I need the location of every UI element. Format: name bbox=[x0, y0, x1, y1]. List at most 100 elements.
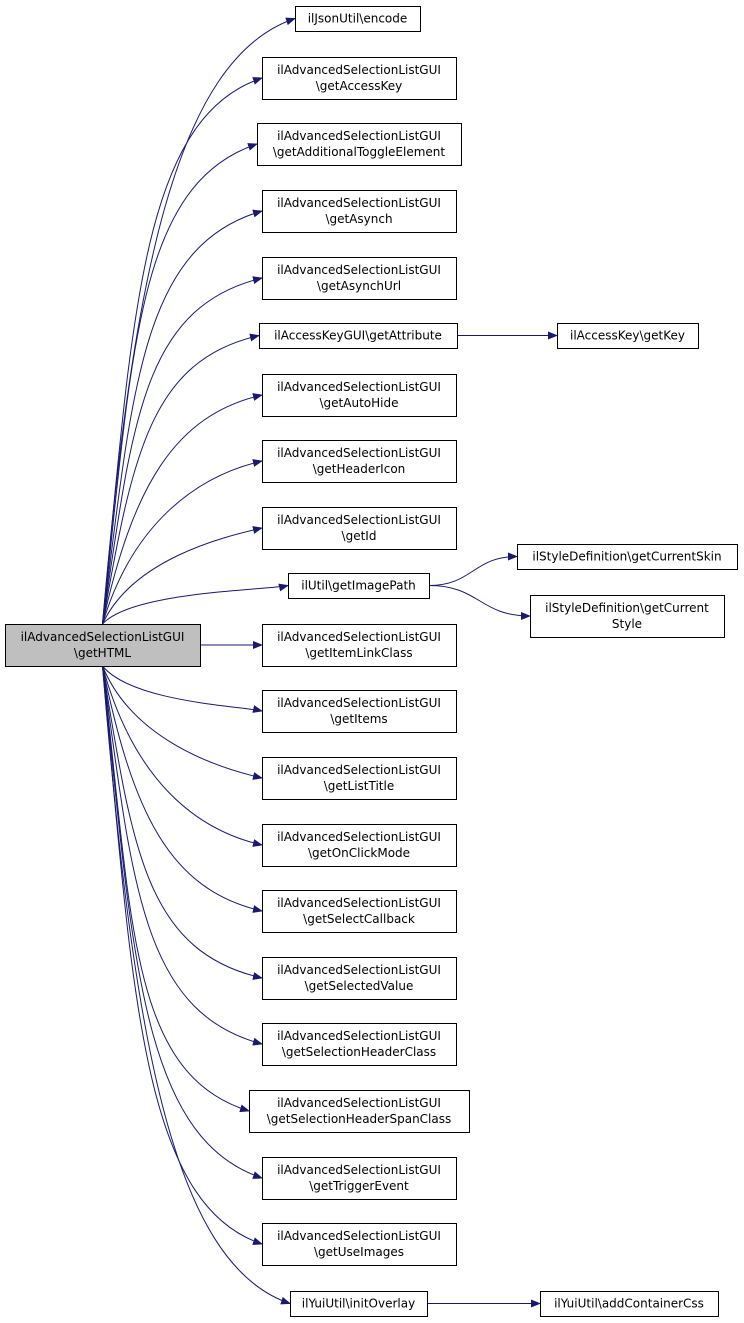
node-box bbox=[262, 1223, 457, 1266]
graph-node[interactable]: ilAdvancedSelectionListGUI \getAsynchUrl bbox=[262, 257, 457, 300]
graph-node[interactable]: ilAdvancedSelectionListGUI \getTriggerEve… bbox=[262, 1157, 457, 1200]
node-label-line: ilAdvancedSelectionListGUI bbox=[277, 963, 441, 977]
node-label-line: ilAdvancedSelectionListGUI bbox=[277, 830, 441, 844]
node-label-line: \getSelectionHeaderClass bbox=[282, 1045, 436, 1059]
node-label-line: ilAdvancedSelectionListGUI bbox=[277, 896, 441, 910]
node-label-line: \getAsynchUrl bbox=[317, 279, 401, 293]
node-label-line: \getOnClickMode bbox=[308, 846, 410, 860]
node-label-line: \getHeaderIcon bbox=[313, 462, 406, 476]
node-label-line: ilAdvancedSelectionListGUI bbox=[277, 1229, 441, 1243]
graph-node[interactable]: ilUtil\getImagePath bbox=[288, 573, 430, 599]
node-label-line: ilAdvancedSelectionListGUI bbox=[277, 446, 441, 460]
graph-node[interactable]: ilAccessKeyGUI\getAttribute bbox=[259, 323, 458, 349]
node-label-line: \getListTitle bbox=[324, 779, 394, 793]
graph-node[interactable]: ilAdvancedSelectionListGUI\getAsynch bbox=[262, 190, 457, 233]
node-label-line: ilAdvancedSelectionListGUI bbox=[277, 696, 441, 710]
node-box bbox=[540, 1291, 719, 1317]
node-label-line: ilAdvancedSelectionListGUI bbox=[277, 129, 441, 143]
node-box bbox=[290, 1291, 428, 1317]
edge-root-to-n20 bbox=[102, 665, 263, 1046]
node-label-line: \getAutoHide bbox=[320, 396, 399, 410]
graph-node[interactable]: ilAccessKey\getKey bbox=[557, 323, 699, 349]
edge-root-to-n4 bbox=[102, 209, 263, 625]
node-label-line: ilStyleDefinition\getCurrent bbox=[545, 601, 709, 615]
edge-root-to-n8 bbox=[102, 393, 263, 625]
node-box bbox=[517, 544, 738, 570]
node-label-line: ilAccessKey\getKey bbox=[570, 329, 685, 343]
node-label-line: ilAdvancedSelectionListGUI bbox=[277, 1029, 441, 1043]
node-box bbox=[262, 624, 457, 667]
node-label-line: ilAdvancedSelectionListGUI bbox=[277, 380, 441, 394]
node-label-line: \getAdditionalToggleElement bbox=[273, 145, 446, 159]
node-label-line: ilAdvancedSelectionListGUI bbox=[277, 513, 441, 527]
graph-node[interactable]: ilAdvancedSelectionListGUI \getUseImages bbox=[262, 1223, 457, 1266]
node-label-line: ilAdvancedSelectionListGUI bbox=[277, 630, 441, 644]
node-box bbox=[249, 1090, 470, 1133]
graph-node[interactable]: ilAdvancedSelectionListGUI \getListTitle bbox=[262, 757, 457, 800]
edge-root-to-n17 bbox=[102, 665, 263, 847]
edge-root-to-n11 bbox=[102, 583, 289, 625]
edge-root-to-n9 bbox=[102, 459, 263, 625]
node-label-line: ilUtil\getImagePath bbox=[301, 579, 416, 593]
node-label-line: \getTriggerEvent bbox=[309, 1179, 409, 1193]
node-box bbox=[262, 1157, 457, 1200]
node-box bbox=[262, 890, 457, 933]
node-label-line: ilAdvancedSelectionListGUI bbox=[277, 1163, 441, 1177]
node-label-line: \getSelectCallback bbox=[303, 912, 415, 926]
node-label-line: ilAdvancedSelectionListGUI bbox=[277, 1096, 441, 1110]
graph-node[interactable]: ilAdvancedSelectionListGUI \getSelectCall… bbox=[262, 890, 457, 933]
graph-node[interactable]: ilAdvancedSelectionListGUI \getSelectionH… bbox=[262, 1023, 457, 1066]
node-label-line: \getSelectionHeaderSpanClass bbox=[267, 1112, 452, 1126]
node-label-line: ilAdvancedSelectionListGUI bbox=[277, 263, 441, 277]
node-label-line: ilStyleDefinition\getCurrentSkin bbox=[532, 550, 721, 564]
node-label-line: Style bbox=[612, 617, 642, 631]
edge-root-to-n18 bbox=[102, 665, 263, 913]
node-box bbox=[262, 757, 457, 800]
node-label-line: \getHTML bbox=[74, 646, 131, 660]
node-box bbox=[262, 1023, 457, 1066]
edge-root-to-n23 bbox=[102, 665, 263, 1245]
node-box bbox=[262, 257, 457, 300]
root-node[interactable]: ilAdvancedSelectionListGUI \getHTML bbox=[5, 624, 201, 667]
edge-root-to-n19 bbox=[102, 665, 263, 980]
node-box bbox=[262, 957, 457, 1000]
node-label-line: \getUseImages bbox=[314, 1245, 404, 1259]
edge-root-to-n21 bbox=[102, 665, 250, 1113]
graph-node[interactable]: ilAdvancedSelectionListGUI \getOnClickMod… bbox=[262, 824, 457, 867]
node-box bbox=[262, 57, 457, 100]
graph-node[interactable]: ilJsonUtil\encode bbox=[295, 6, 421, 32]
edge-root-to-n2 bbox=[102, 77, 263, 625]
graph-node[interactable]: ilYuiUtil\addContainerCss bbox=[540, 1291, 719, 1317]
graph-node[interactable]: ilAdvancedSelectionListGUI \getAutoHide bbox=[262, 374, 457, 417]
node-box bbox=[557, 323, 699, 349]
node-box bbox=[295, 6, 421, 32]
node-label-line: \getAccessKey bbox=[316, 79, 403, 93]
node-box bbox=[262, 440, 457, 483]
graph-node[interactable]: ilAdvancedSelectionListGUI\getItems bbox=[262, 690, 457, 733]
graph-node[interactable]: ilAdvancedSelectionListGUI \getSelectionH… bbox=[249, 1090, 470, 1133]
graph-node[interactable]: ilYuiUtil\initOverlay bbox=[290, 1291, 428, 1317]
graph-node[interactable]: ilAdvancedSelectionListGUI\getId bbox=[262, 507, 457, 550]
graph-node[interactable]: ilAdvancedSelectionListGUI \getItemLinkCl… bbox=[262, 624, 457, 667]
node-box bbox=[262, 190, 457, 233]
graph-node[interactable]: ilStyleDefinition\getCurrentSkin bbox=[517, 544, 738, 570]
edge-root-to-n15 bbox=[102, 665, 263, 713]
node-label-line: \getSelectedValue bbox=[305, 979, 414, 993]
node-label-line: ilAdvancedSelectionListGUI bbox=[277, 763, 441, 777]
node-label-line: ilAdvancedSelectionListGUI bbox=[21, 630, 185, 644]
node-box bbox=[262, 507, 457, 550]
edge-n11-to-n12 bbox=[428, 552, 518, 586]
graph-node[interactable]: ilAdvancedSelectionListGUI \getHeaderIcon bbox=[262, 440, 457, 483]
graph-node[interactable]: ilAdvancedSelectionListGUI\getAccessKey bbox=[262, 57, 457, 100]
edge-root-to-n10 bbox=[102, 526, 263, 625]
nodes-layer: ilAdvancedSelectionListGUI \getHTML ilJson… bbox=[5, 6, 738, 1317]
node-label-line: \getItemLinkClass bbox=[305, 646, 412, 660]
node-label-line: ilAccessKeyGUI\getAttribute bbox=[274, 329, 442, 343]
edge-root-to-n22 bbox=[102, 665, 263, 1179]
graph-node[interactable]: ilAdvancedSelectionListGUI \getSelectedVa… bbox=[262, 957, 457, 1000]
edge-root-to-n16 bbox=[102, 665, 263, 780]
node-label-line: ilYuiUtil\addContainerCss bbox=[554, 1297, 704, 1311]
graph-node[interactable]: ilAdvancedSelectionListGUI \getAdditional… bbox=[257, 123, 462, 166]
